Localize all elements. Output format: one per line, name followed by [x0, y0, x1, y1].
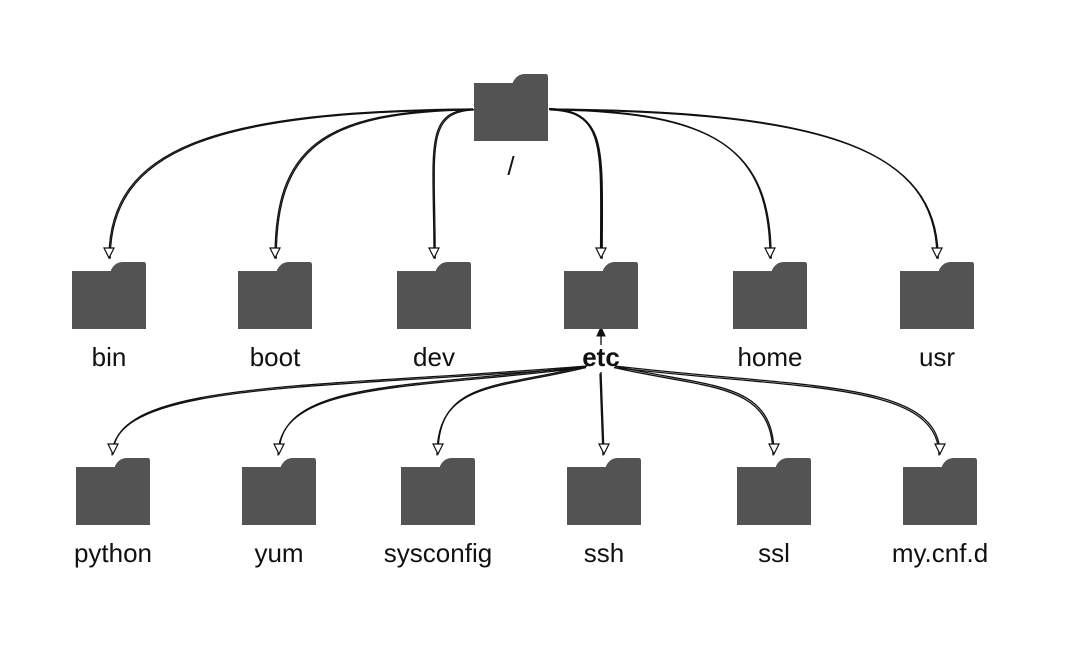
node-label-python: python: [74, 538, 152, 568]
edge-etc-yum-sketch: [277, 366, 587, 456]
arrowhead-bin: [103, 247, 115, 260]
folder-icon-bin: [72, 262, 146, 329]
folder-icon-mycnfd: [903, 458, 977, 525]
edge-root-boot: [274, 108, 474, 259]
node-label-root: /: [507, 151, 515, 181]
arrowhead-boot: [269, 247, 281, 260]
node-label-ssl: ssl: [758, 538, 790, 568]
folder-icon-yum: [242, 458, 316, 525]
arrowhead-usr: [931, 247, 943, 260]
arrowhead-ssh: [598, 443, 610, 456]
arrowhead-mycnfd: [934, 443, 946, 456]
folder-icon-usr: [900, 262, 974, 329]
node-label-etc: etc: [582, 342, 620, 372]
edge-etc-ssl-sketch: [613, 366, 774, 456]
edge-root-dev: [432, 108, 474, 259]
folder-icon-home: [733, 262, 807, 329]
node-label-ssh: ssh: [584, 538, 624, 568]
folder-icon-root: [474, 74, 548, 141]
folder-icon-sysconfig: [401, 458, 475, 525]
edge-etc-ssh: [600, 371, 605, 455]
edge-etc-python: [112, 365, 588, 455]
edge-root-dev-sketch: [433, 109, 475, 259]
folder-icon-ssh: [567, 458, 641, 525]
edge-etc-yum: [278, 365, 588, 455]
edge-etc-mycnfd-sketch: [613, 366, 940, 456]
edge-etc-sysconfig-sketch: [436, 366, 587, 456]
node-label-home: home: [737, 342, 802, 372]
edge-root-boot-sketch: [275, 109, 475, 259]
node-label-bin: bin: [92, 342, 127, 372]
folder-icon-python: [76, 458, 150, 525]
folder-icon-boot: [238, 262, 312, 329]
node-label-yum: yum: [254, 538, 303, 568]
node-label-mycnfd: my.cnf.d: [892, 538, 988, 568]
arrowhead-ssl: [768, 443, 780, 456]
edge-etc-ssl: [614, 365, 775, 455]
edge-root-home-sketch: [550, 109, 772, 259]
node-label-boot: boot: [250, 342, 301, 372]
arrowhead-home: [764, 247, 776, 260]
arrowhead-yum: [273, 443, 285, 456]
edge-root-usr-sketch: [550, 109, 939, 259]
arrowhead-python: [107, 443, 119, 456]
node-label-sysconfig: sysconfig: [384, 538, 492, 568]
edge-root-bin: [108, 108, 474, 259]
nodes-layer: / bin boot dev etc home usr python yum sysconfig s…: [72, 74, 988, 568]
arrowhead-dev: [428, 247, 440, 260]
node-label-usr: usr: [919, 342, 955, 372]
edge-etc-ssh-sketch: [599, 373, 604, 456]
folder-icon-etc: [564, 262, 638, 329]
edge-root-home: [548, 108, 771, 259]
edge-etc-python-sketch: [111, 366, 587, 456]
arrowhead-etc: [595, 247, 607, 260]
edge-etc-mycnfd: [614, 365, 941, 455]
edges-layer: [103, 107, 946, 456]
edge-root-etc-sketch: [550, 109, 604, 259]
folder-icon-ssl: [737, 458, 811, 525]
node-label-dev: dev: [413, 342, 455, 372]
arrowhead-sysconfig: [432, 443, 444, 456]
edge-root-usr: [548, 108, 938, 259]
folder-icon-dev: [397, 262, 471, 329]
edge-root-bin-sketch: [109, 109, 475, 259]
